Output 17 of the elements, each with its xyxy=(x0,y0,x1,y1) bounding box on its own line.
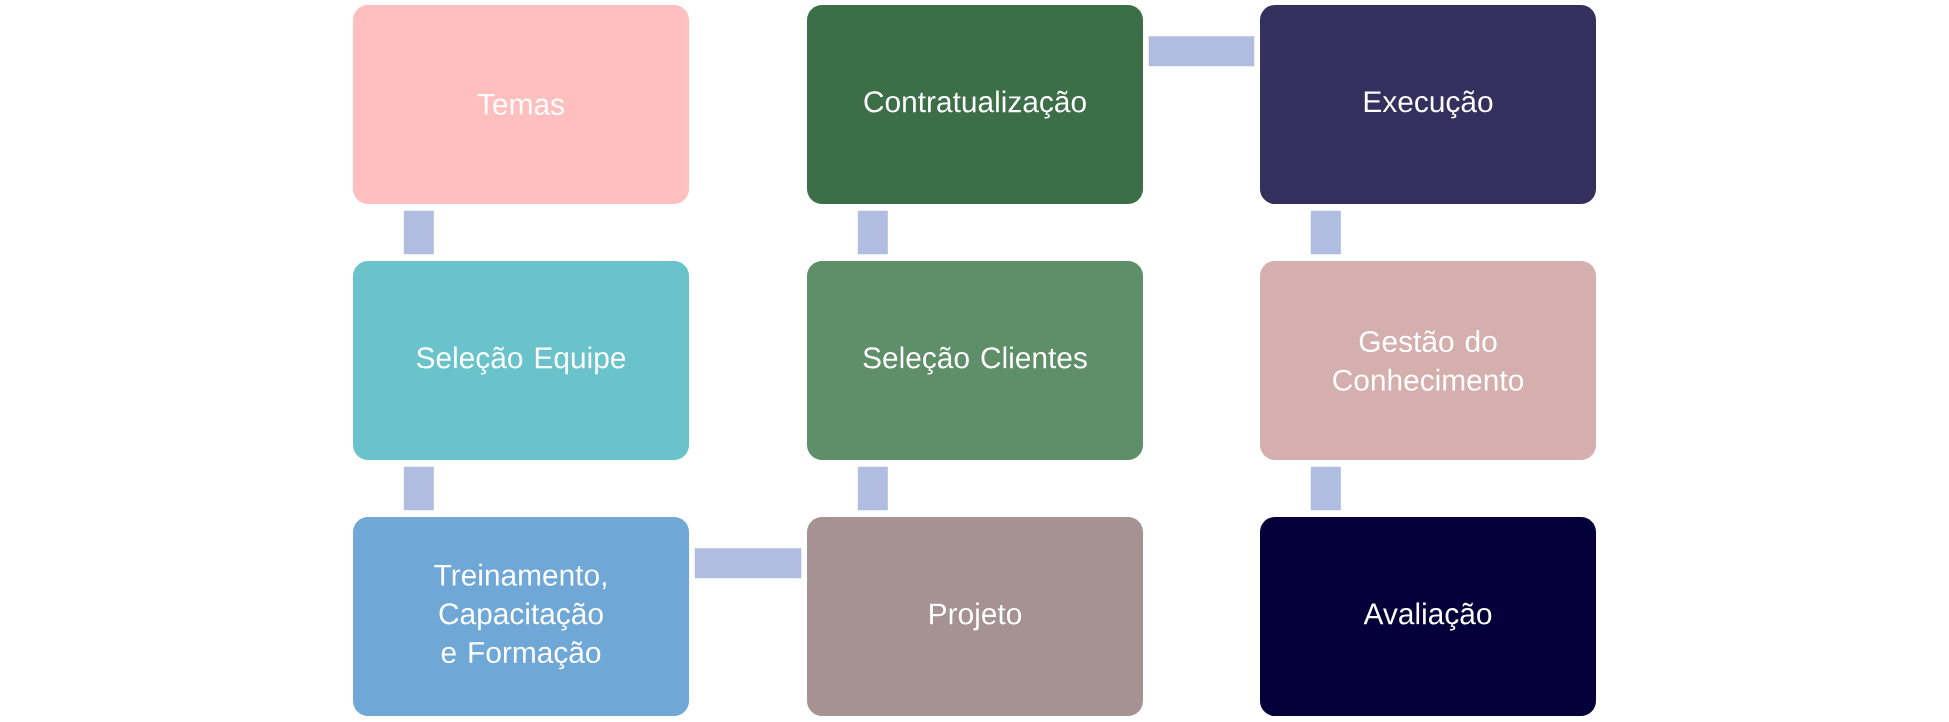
connector-bar xyxy=(1310,466,1341,511)
connector-bar xyxy=(1310,210,1341,255)
connector-bar xyxy=(403,466,434,511)
connector-bar xyxy=(857,210,888,255)
process-box: Avaliação xyxy=(1260,517,1596,716)
connector-bar xyxy=(694,548,802,579)
process-box: Execução xyxy=(1260,5,1596,204)
process-box: Temas xyxy=(353,5,689,204)
process-box: Projeto xyxy=(807,517,1143,716)
process-box: Treinamento, Capacitação e Formação xyxy=(353,517,689,716)
process-box: Seleção Clientes xyxy=(807,261,1143,460)
process-box: Contratualização xyxy=(807,5,1143,204)
connector-bar xyxy=(857,466,888,511)
connector-bar xyxy=(403,210,434,255)
connector-bar xyxy=(1148,36,1255,67)
process-box: Gestão do Conhecimento xyxy=(1260,261,1596,460)
process-box: Seleção Equipe xyxy=(353,261,689,460)
